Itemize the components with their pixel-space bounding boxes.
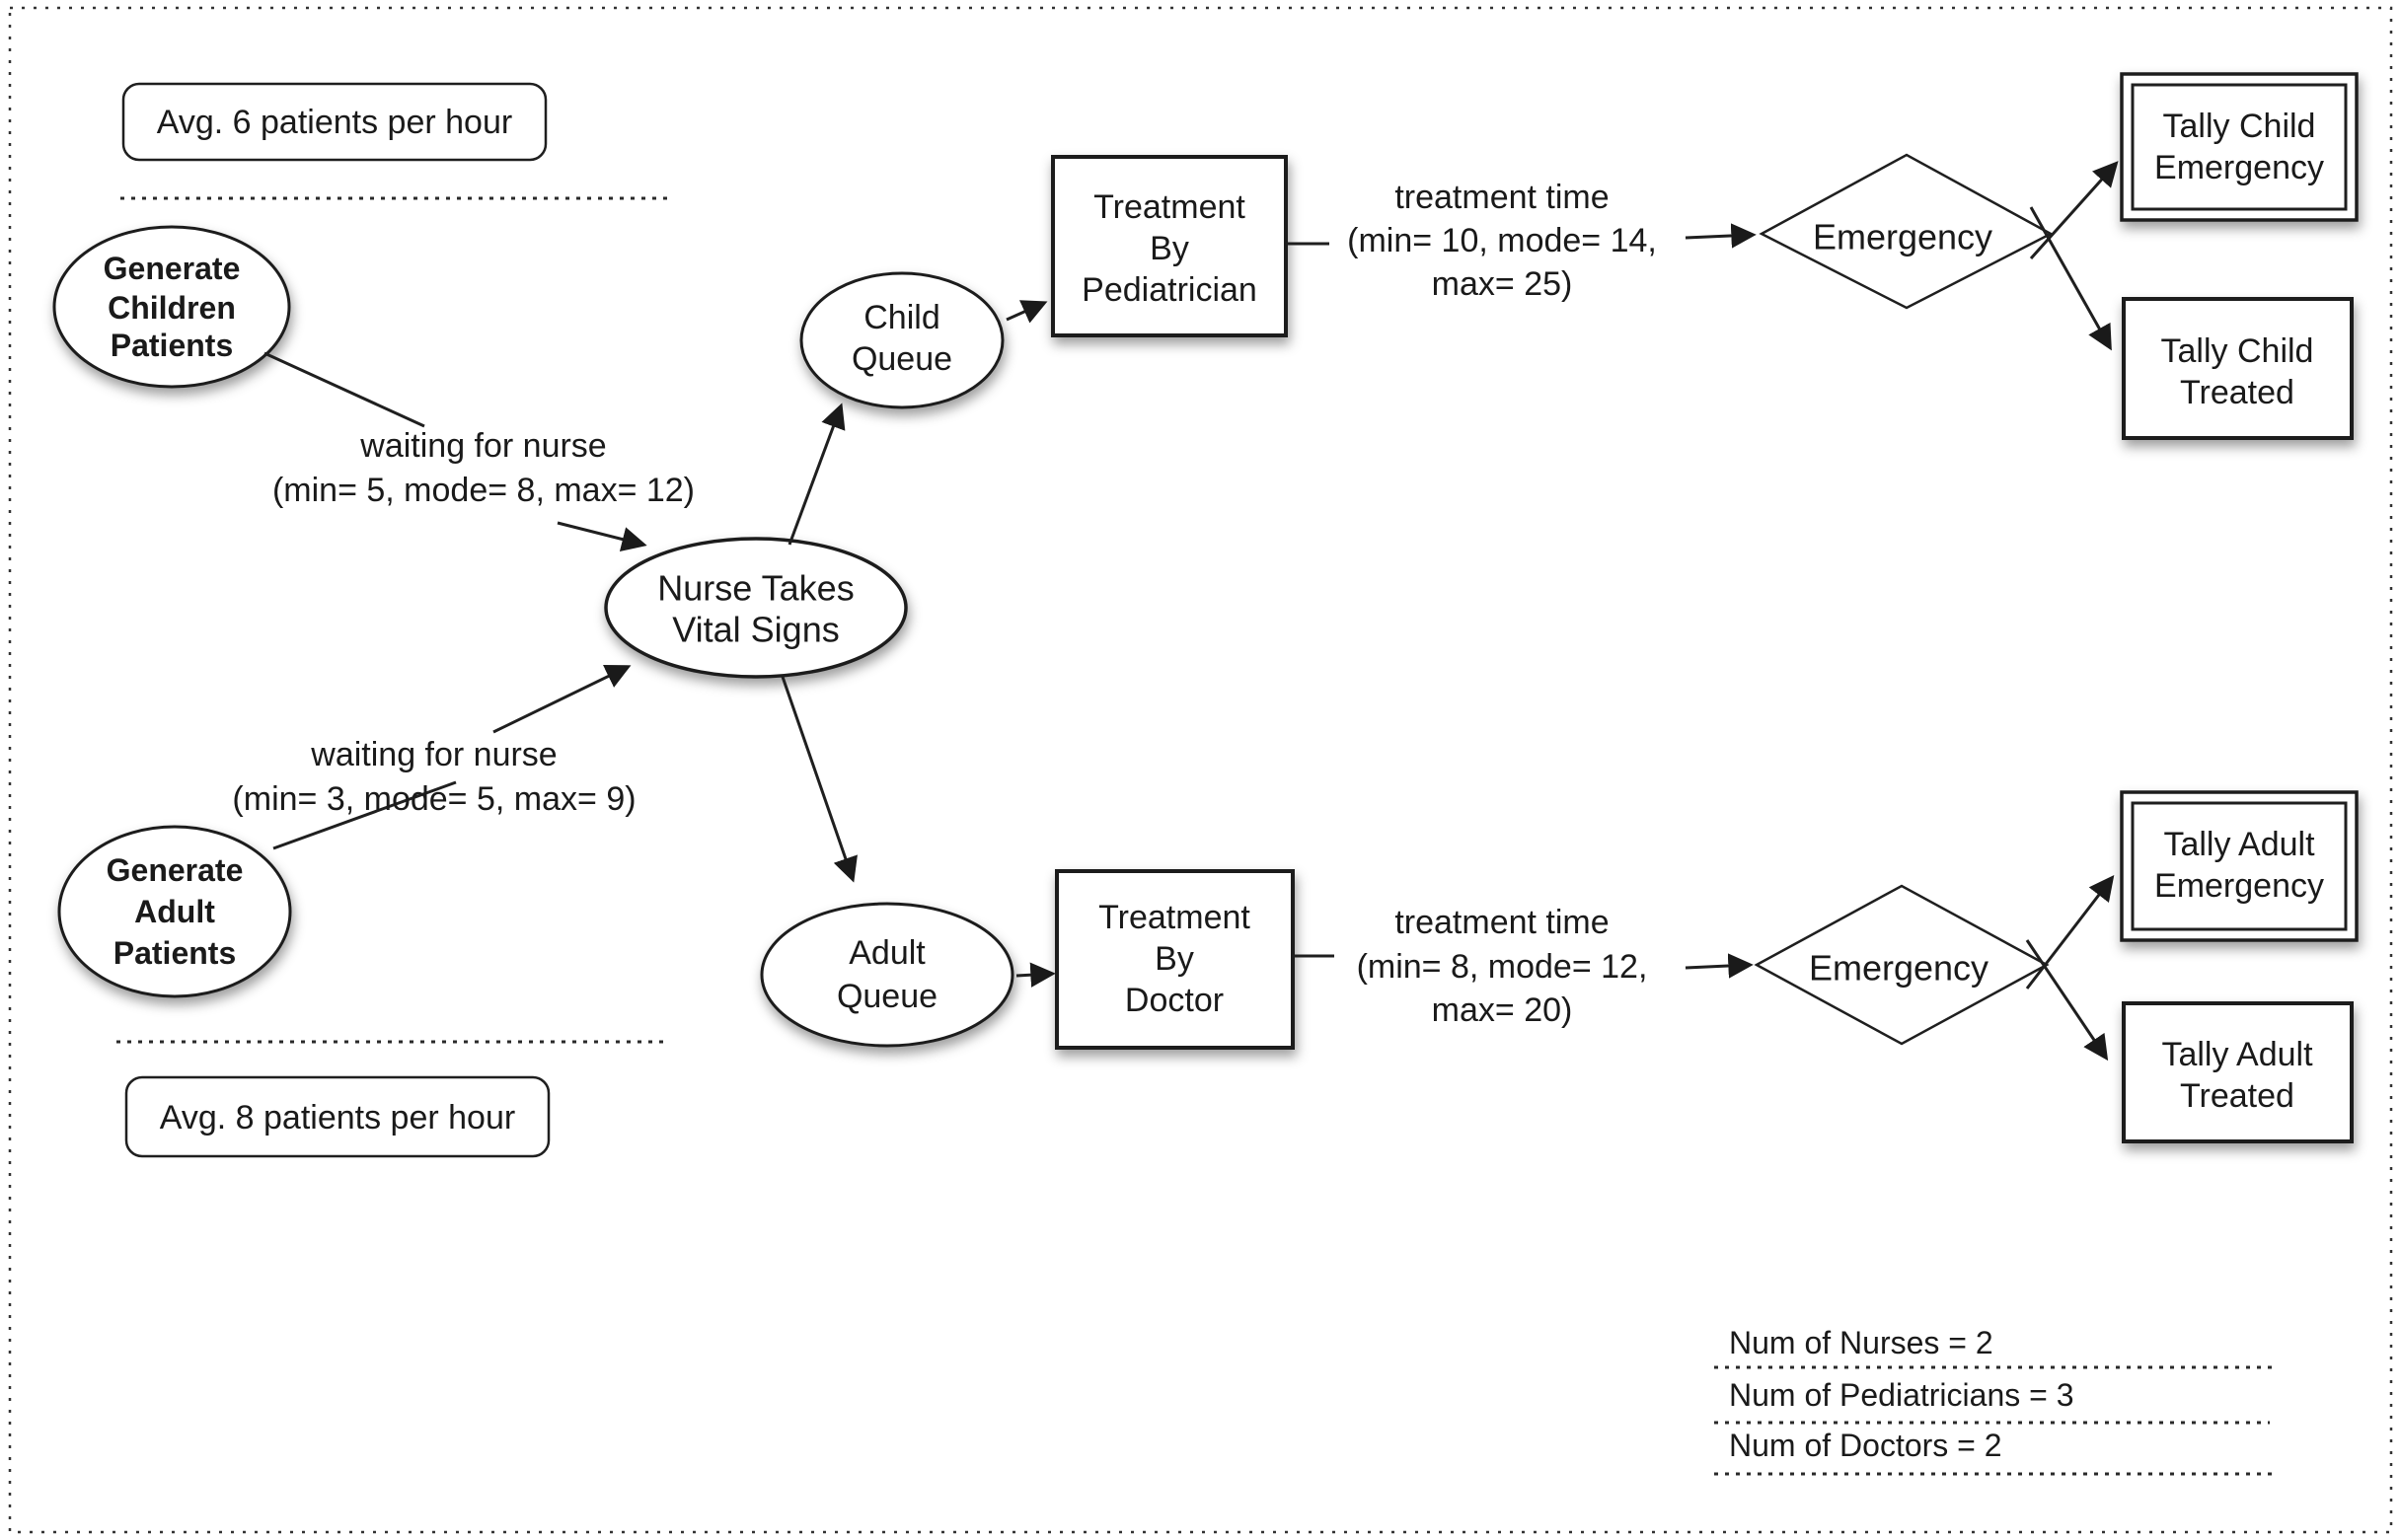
resources-list: Num of Nurses = 2 Num of Pediatricians =… <box>1714 1325 2278 1476</box>
node-generate-adult-patients: Generate Adult Patients <box>57 825 292 998</box>
generate-adult-line1: Generate <box>107 852 244 888</box>
node-adult-queue: Adult Queue <box>760 902 1014 1048</box>
tally-child-emergency-line2: Emergency <box>2154 149 2324 186</box>
edge-time-to-adult-emergency-arrow <box>1685 953 1754 979</box>
adult-wait-line1: waiting for nurse <box>310 736 557 773</box>
node-child-emergency-decision: Emergency <box>1759 153 2054 310</box>
nurse-line1: Nurse Takes <box>657 568 854 609</box>
generate-children-line1: Generate <box>104 251 241 286</box>
children-wait-line2: (min= 5, mode= 8, max= 12) <box>272 472 695 509</box>
children-arrival-rate-label: Avg. 6 patients per hour <box>121 82 548 162</box>
generate-children-line3: Patients <box>111 328 233 363</box>
edge-child-queue-to-pediatrician-arrow <box>1006 300 1048 324</box>
child-queue-line2: Queue <box>852 340 952 378</box>
children-wait-line1: waiting for nurse <box>359 427 606 465</box>
node-tally-adult-treated: Tally Adult Treated <box>2122 1001 2354 1143</box>
treatment-doctor-line1: Treatment <box>1098 899 1250 936</box>
resource-pediatricians-text: Num of Pediatricians = 3 <box>1729 1377 2074 1413</box>
edge-children-to-wait-label <box>263 351 425 428</box>
treatment-pediatrician-line2: By <box>1150 230 1189 267</box>
adult-emergency-text: Emergency <box>1809 948 1988 989</box>
adult-queue-line2: Queue <box>837 978 938 1015</box>
tally-adult-treated-line1: Tally Adult <box>2161 1036 2313 1073</box>
adult-queue-line1: Adult <box>849 934 926 972</box>
adult-treatment-time-line2: (min= 8, mode= 12, <box>1357 948 1648 986</box>
child-treatment-time-line2: (min= 10, mode= 14, <box>1347 222 1657 259</box>
node-treatment-by-pediatrician: Treatment By Pediatrician <box>1051 155 1288 337</box>
adult-wait-label: waiting for nurse (min= 3, mode= 5, max=… <box>232 736 636 818</box>
node-tally-adult-emergency: Tally Adult Emergency <box>2120 790 2359 942</box>
node-treatment-by-doctor: Treatment By Doctor <box>1055 869 1295 1050</box>
tally-adult-treated-line2: Treated <box>2180 1077 2294 1115</box>
adult-wait-line2: (min= 3, mode= 5, max= 9) <box>232 780 636 818</box>
generate-children-line2: Children <box>108 290 236 326</box>
tally-adult-emergency-line2: Emergency <box>2154 867 2324 905</box>
resource-doctors-text: Num of Doctors = 2 <box>1729 1428 2002 1463</box>
edge-adult-decision-to-tally-treated-arrow <box>2025 939 2109 1062</box>
treatment-pediatrician-line1: Treatment <box>1093 188 1245 226</box>
tally-child-emergency-line1: Tally Child <box>2163 108 2316 145</box>
generate-adult-line3: Patients <box>113 935 236 971</box>
edge-nurse-to-adult-queue-arrow <box>781 676 858 883</box>
child-treatment-time-label: treatment time (min= 10, mode= 14, max= … <box>1347 179 1657 303</box>
edge-adults-to-nurse-arrow <box>492 664 632 734</box>
node-nurse-takes-vital-signs: Nurse Takes Vital Signs <box>604 537 908 679</box>
child-emergency-text: Emergency <box>1813 217 1992 257</box>
child-treatment-time-line1: treatment time <box>1394 179 1609 216</box>
node-tally-child-emergency: Tally Child Emergency <box>2120 72 2359 222</box>
edge-child-decision-to-tally-emergency-arrow <box>2029 161 2119 260</box>
children-arrival-rate-text: Avg. 6 patients per hour <box>157 104 512 141</box>
adult-treatment-time-line1: treatment time <box>1394 904 1609 941</box>
adult-arrival-rate-text: Avg. 8 patients per hour <box>160 1099 515 1137</box>
edge-adult-decision-to-tally-emergency-arrow <box>2025 874 2115 990</box>
tally-child-treated-line2: Treated <box>2180 374 2294 411</box>
adult-treatment-time-label: treatment time (min= 8, mode= 12, max= 2… <box>1357 904 1648 1029</box>
node-child-queue: Child Queue <box>799 271 1005 409</box>
resource-nurses-text: Num of Nurses = 2 <box>1729 1325 1993 1360</box>
treatment-doctor-line3: Doctor <box>1125 982 1224 1019</box>
node-generate-children-patients: Generate Children Patients <box>52 225 291 389</box>
edge-adults-to-wait-label <box>272 780 457 850</box>
adult-arrival-rate-label: Avg. 8 patients per hour <box>124 1075 551 1158</box>
edge-children-to-nurse-arrow <box>557 521 647 552</box>
node-tally-child-treated: Tally Child Treated <box>2122 297 2354 440</box>
treatment-pediatrician-line3: Pediatrician <box>1082 271 1257 309</box>
child-treatment-time-line3: max= 25) <box>1432 265 1573 303</box>
child-queue-line1: Child <box>863 299 939 336</box>
edge-nurse-to-child-queue-arrow <box>788 403 846 546</box>
tally-adult-emergency-line1: Tally Adult <box>2163 826 2315 863</box>
adult-treatment-time-line3: max= 20) <box>1432 991 1573 1029</box>
edge-child-decision-to-tally-treated-arrow <box>2029 206 2112 351</box>
edge-time-to-child-emergency-arrow <box>1685 223 1757 249</box>
node-adult-emergency-decision: Emergency <box>1754 884 2050 1046</box>
generate-adult-line2: Adult <box>134 894 215 929</box>
tally-child-treated-line1: Tally Child <box>2161 332 2314 370</box>
nurse-line2: Vital Signs <box>672 610 839 650</box>
edge-adult-queue-to-doctor-arrow <box>1015 962 1056 988</box>
children-wait-label: waiting for nurse (min= 5, mode= 8, max=… <box>272 427 695 509</box>
treatment-doctor-line2: By <box>1155 940 1194 978</box>
